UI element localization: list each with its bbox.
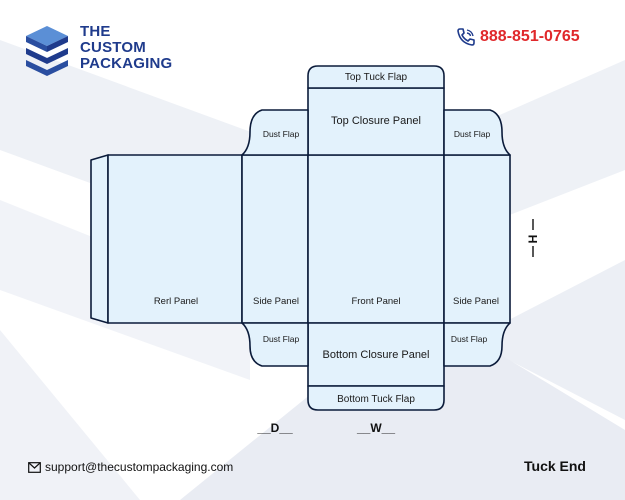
- top-tuck-flap: [307, 65, 445, 89]
- label-dust-flap-bottom-left: Dust Flap: [263, 334, 300, 344]
- bottom-closure-panel: [307, 322, 445, 387]
- brand-wordmark: THE CUSTOM PACKAGING: [80, 24, 172, 72]
- brand-line-3: PACKAGING: [80, 55, 173, 72]
- email-address: support@thecustompackaging.com: [45, 460, 234, 474]
- label-rear-panel: Rerl Panel: [154, 296, 198, 307]
- box-style-name: Tuck End: [524, 458, 586, 474]
- label-bottom-tuck-flap: Bottom Tuck Flap: [337, 394, 415, 405]
- label-front-panel: Front Panel: [351, 296, 400, 307]
- dust-flap-bottom-right: [443, 322, 511, 367]
- phone-icon: [457, 28, 475, 46]
- phone-contact[interactable]: 888-851-0765: [456, 26, 580, 48]
- cube-stack-icon: [26, 26, 68, 76]
- email-contact[interactable]: support@thecustompackaging.com: [28, 459, 233, 475]
- glue-flap: [90, 154, 109, 324]
- rear-panel: [107, 154, 243, 324]
- dust-flap-top-right: [443, 109, 511, 156]
- label-dust-flap-bottom-right: Dust Flap: [451, 334, 488, 344]
- brand-line-2: CUSTOM: [80, 39, 146, 56]
- label-top-tuck-flap: Top Tuck Flap: [345, 72, 408, 83]
- dust-flap-bottom-left: [241, 322, 309, 367]
- bottom-tuck-flap: [307, 385, 445, 411]
- label-dust-flap-top-left: Dust Flap: [263, 129, 300, 139]
- brand-logo: [26, 26, 68, 76]
- label-top-closure-panel: Top Closure Panel: [331, 115, 421, 127]
- label-bottom-closure-panel: Bottom Closure Panel: [323, 349, 430, 361]
- dust-flap-top-left: [241, 109, 309, 156]
- front-panel: [307, 154, 445, 324]
- label-dust-flap-top-right: Dust Flap: [454, 129, 491, 139]
- top-closure-panel: [307, 87, 445, 156]
- dimension-width: __W__: [356, 421, 395, 435]
- dimension-depth: __D__: [256, 421, 293, 435]
- label-side-panel-right: Side Panel: [453, 296, 499, 307]
- brand-line-1: THE: [80, 23, 111, 40]
- dimension-height: H: [526, 235, 540, 244]
- envelope-icon: [28, 461, 41, 473]
- phone-number: 888-851-0765: [480, 28, 580, 45]
- dimension-height-group: H: [526, 219, 540, 257]
- label-side-panel-left: Side Panel: [253, 296, 299, 307]
